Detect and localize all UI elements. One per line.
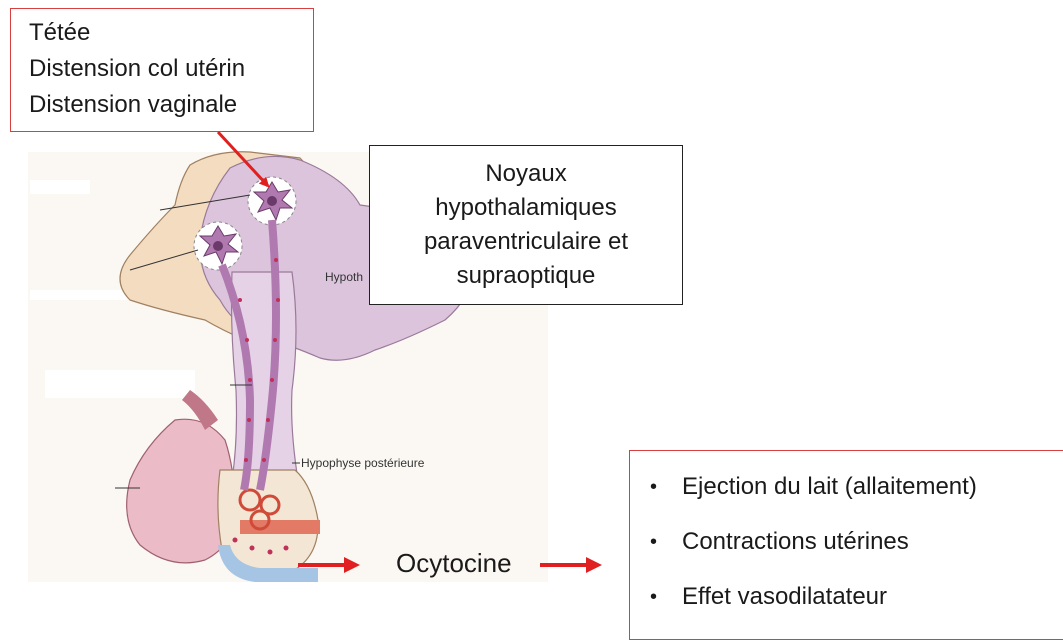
- hormone-label-ocytocine: Ocytocine: [396, 548, 512, 579]
- nuclei-line-3: paraventriculaire et: [424, 225, 628, 259]
- effect-vasodilation: Effet vasodilatateur: [650, 579, 1063, 634]
- posterior-pituitary-label: Hypophyse postérieure: [301, 456, 424, 470]
- nuclei-line-1: Noyaux: [485, 157, 566, 191]
- effect-milk-ejection: Ejection du lait (allaitement): [650, 469, 1063, 524]
- effect-uterine-contractions: Contractions utérines: [650, 524, 1063, 579]
- nuclei-line-4: supraoptique: [457, 259, 596, 293]
- hypothalamus-label: Hypoth: [325, 270, 363, 284]
- neuron-nucleus-2: [213, 241, 223, 251]
- effects-list: Ejection du lait (allaitement) Contracti…: [630, 451, 1063, 634]
- illustration-blank-1: [30, 180, 90, 194]
- nuclei-line-2: hypothalamiques: [435, 191, 616, 225]
- hypothalamic-nuclei-box: Noyaux hypothalamiques paraventriculaire…: [369, 145, 683, 305]
- illustration-blank-2: [45, 370, 195, 398]
- effects-box: Ejection du lait (allaitement) Contracti…: [629, 450, 1063, 640]
- neuron-nucleus-1: [267, 196, 277, 206]
